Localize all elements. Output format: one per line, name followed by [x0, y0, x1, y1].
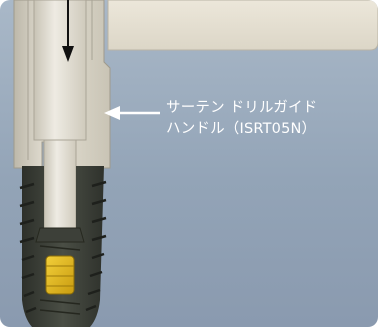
- left-arrow-icon: [104, 106, 160, 120]
- callout-label: サーテン ドリルガイド ハンドル（ISRT05N）: [166, 98, 371, 140]
- callout-line-2: ハンドル（ISRT05N）: [166, 121, 317, 137]
- screw-core: [45, 255, 75, 295]
- internal-threads: [39, 245, 81, 315]
- implant-body: [22, 166, 104, 327]
- guide-plate: [107, 0, 378, 51]
- drill-tip: [43, 139, 77, 229]
- down-arrow-icon: [62, 0, 74, 62]
- callout-line-1: サーテン ドリルガイド: [166, 100, 318, 116]
- drill-shaft: [33, 0, 87, 141]
- implant-hex: [35, 227, 85, 243]
- screw-core-threads: [46, 265, 74, 287]
- implant-threads: [19, 180, 107, 314]
